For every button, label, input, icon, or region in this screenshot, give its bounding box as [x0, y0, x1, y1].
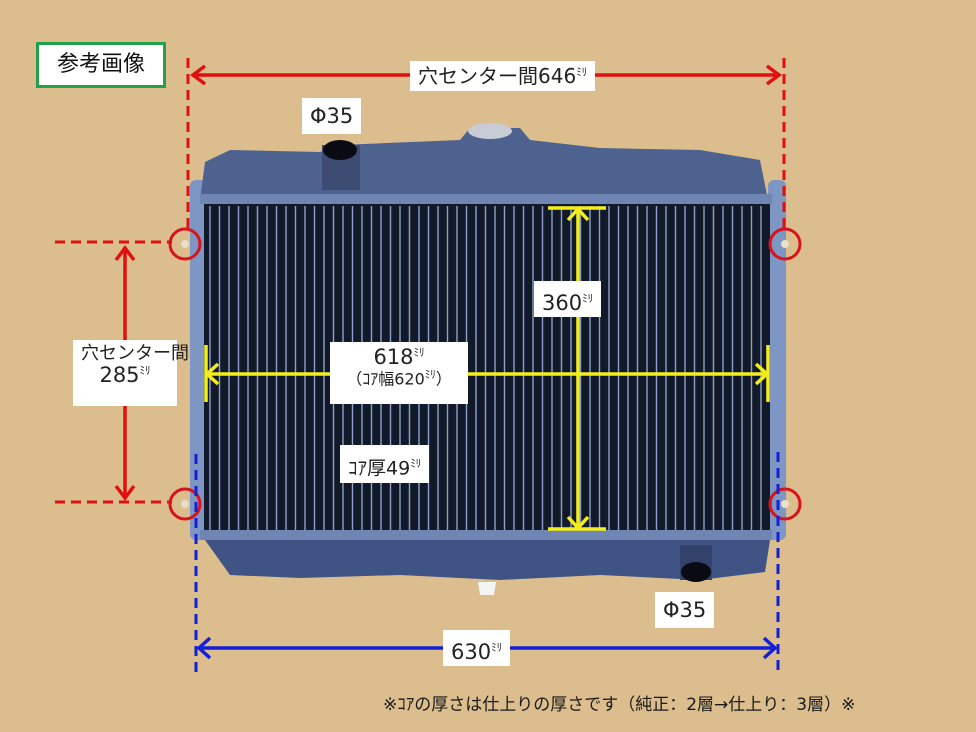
core-thickness-label: ｺｱ厚49ﾐﾘ: [340, 445, 430, 483]
core-width-label: 618ﾐﾘ（ｺｱ幅620ﾐﾘ）: [330, 342, 468, 404]
top-tank: [200, 128, 768, 200]
footnote: ※ｺｱの厚さは仕上りの厚さです（純正：2層→仕上り：3層）※: [383, 695, 856, 715]
reference-image-badge: 参考画像: [36, 42, 166, 88]
left-side-bracket: [190, 180, 208, 540]
top-hole-center-label: 穴センター間646ﾐﾘ: [410, 61, 596, 91]
bottom-tank: [205, 540, 770, 580]
radiator-cap: [468, 123, 512, 139]
right-side-bracket: [768, 180, 786, 540]
inlet-diameter-label: Φ35: [302, 98, 362, 134]
core-height-label: 360ﾐﾘ: [534, 281, 602, 317]
overall-width-label: 630ﾐﾘ: [443, 630, 511, 666]
outlet-diameter-label: Φ35: [655, 592, 715, 628]
mounting-hole-markers: [168, 227, 802, 521]
